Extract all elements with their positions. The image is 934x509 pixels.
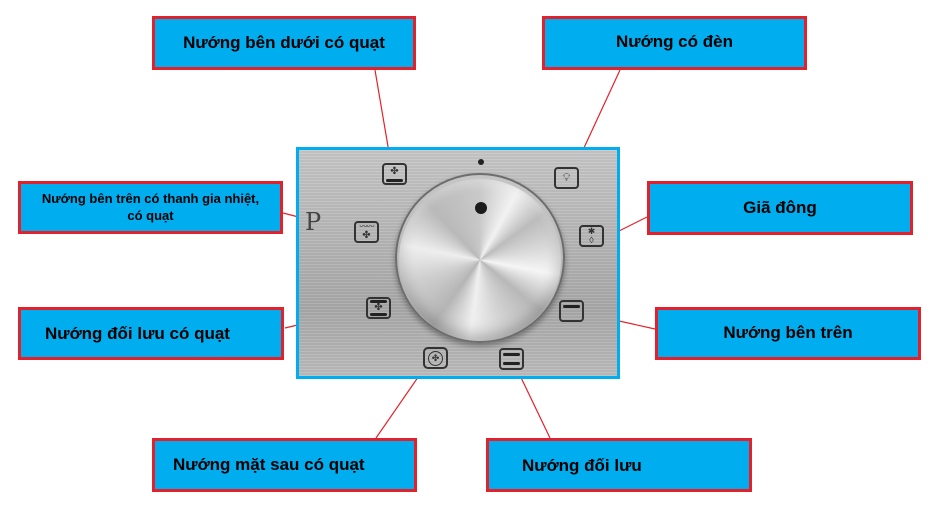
- label-defrost: Giã đông: [647, 181, 913, 235]
- top-bar-icon: [559, 300, 584, 322]
- label-convection: Nướng đối lưu: [486, 438, 752, 492]
- top-bottom-fan-icon: ✤: [366, 297, 391, 319]
- label-bottom-heat-fan: Nướng bên dưới có quạt: [152, 16, 416, 70]
- grill-fan-icon: 〰〰✤: [354, 221, 379, 243]
- circle-fan-icon: ✤: [423, 347, 448, 369]
- label-top-grill-fan: Nướng bên trên có thanh gia nhiệt, có qu…: [18, 181, 283, 234]
- label-convection-fan: Nướng đối lưu có quạt: [18, 307, 284, 360]
- pyrolytic-clean-icon: P: [305, 208, 322, 236]
- fan-with-bottom-bar-icon: ✤: [382, 163, 407, 185]
- oven-control-panel: P ✤ 〰〰✤ ✤ ✤ 💡︎ ✱◊: [296, 147, 620, 379]
- top-bottom-bar-icon: [499, 348, 524, 370]
- label-top-heat: Nướng bên trên: [655, 307, 921, 360]
- light-bulb-icon: 💡︎: [554, 167, 579, 189]
- snowflake-drop-icon: ✱◊: [579, 225, 604, 247]
- label-light: Nướng có đèn: [542, 16, 807, 70]
- indicator-dot: [478, 159, 484, 165]
- label-rear-fan: Nướng mặt sau có quạt: [152, 438, 417, 492]
- knob-pointer-dot: [475, 202, 487, 214]
